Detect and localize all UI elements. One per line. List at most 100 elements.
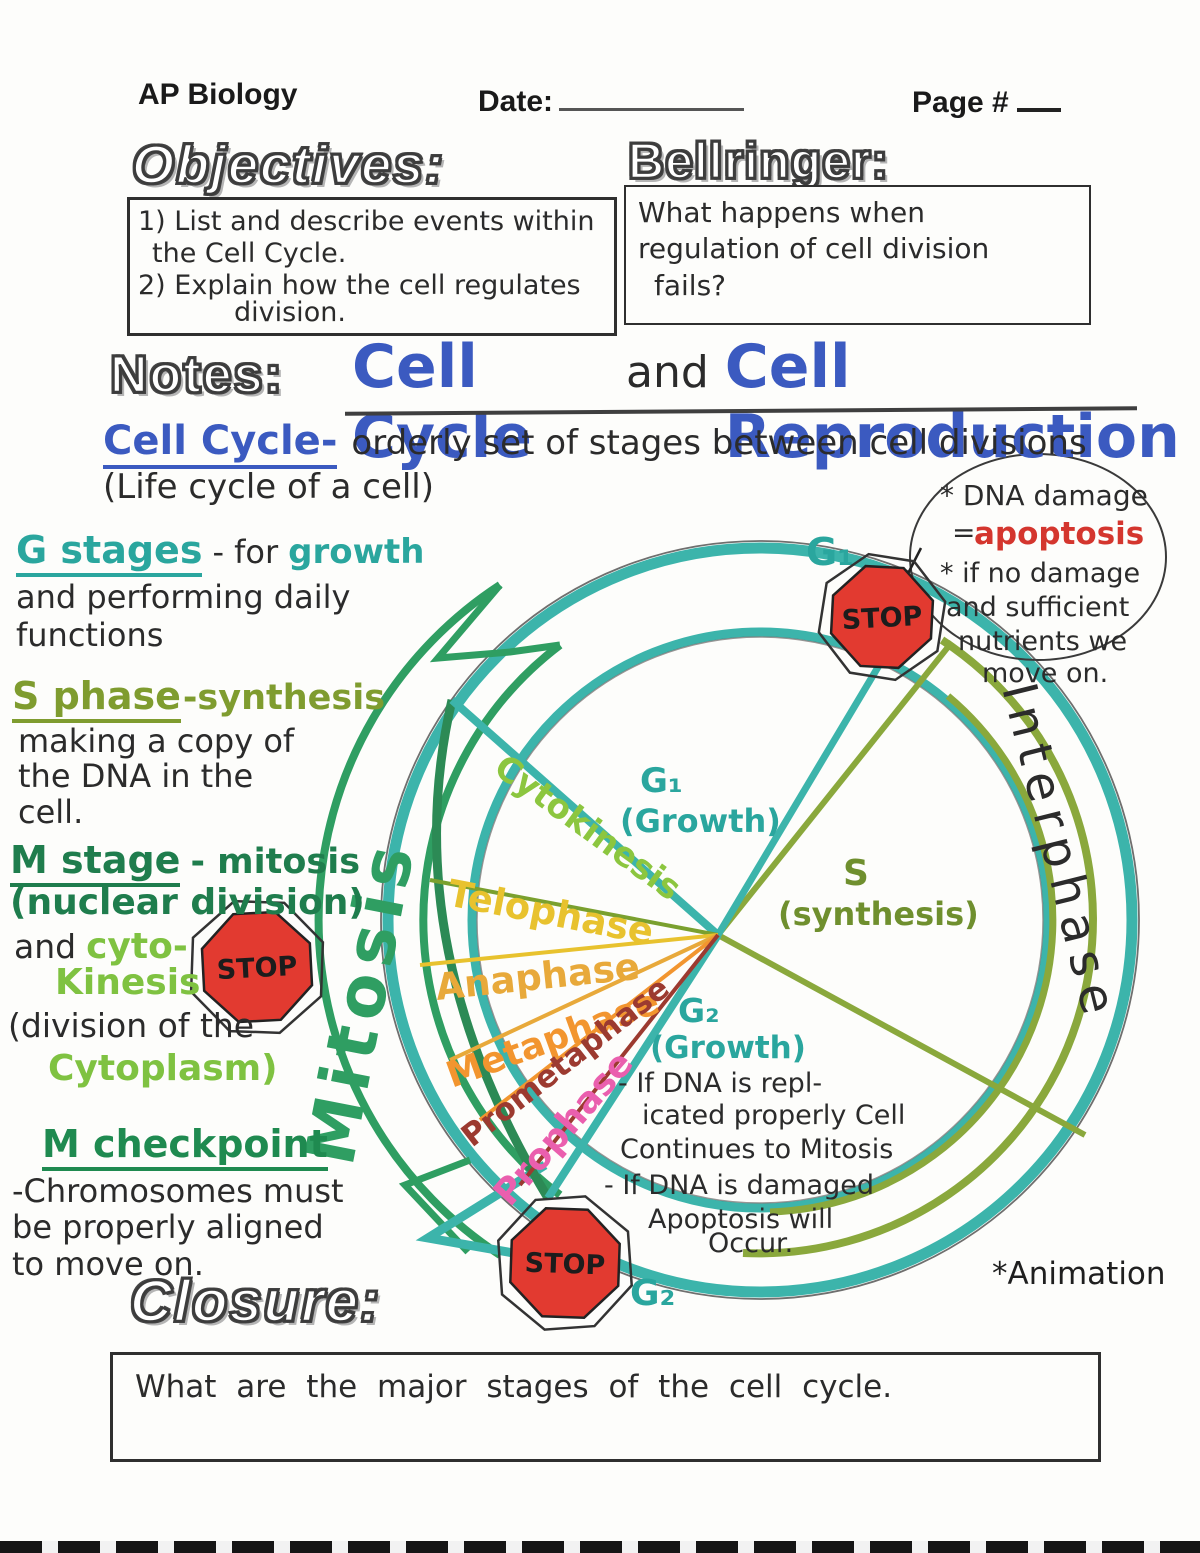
dna-note-line5: Apoptosis will — [648, 1204, 833, 1235]
metaphase-prometaphase-line — [478, 933, 720, 1122]
closure-heading: Closure: — [129, 1268, 382, 1336]
mitosis-arrow-outer — [314, 581, 503, 1259]
g2-growth-name: G₂ — [678, 991, 720, 1030]
bellringer-box: What happens when regulation of cell div… — [624, 185, 1091, 325]
g2-checkpoint-tag: G₂ — [630, 1273, 675, 1314]
date-label: Date: — [478, 85, 554, 118]
objectives-line: the Cell Cycle. — [152, 237, 347, 269]
cell-cycle-term: Cell Cycle- — [103, 418, 338, 469]
m-stage-line2: (nuclear division) — [10, 882, 365, 923]
prophase-bottom-edge-teal — [544, 932, 722, 1201]
course-title: AP Biology — [138, 78, 298, 111]
m-stage-term: M stage — [10, 838, 181, 887]
g1-boundary-teal — [714, 640, 897, 937]
stop-sign-g1: STOP — [817, 552, 947, 682]
outer-ring-pen-line — [380, 540, 1140, 1300]
s-phase-sub: (synthesis) — [778, 895, 979, 933]
bellringer-heading: Bellringer: — [627, 132, 890, 191]
m-checkpoint-line1: -Chromosomes must — [12, 1172, 344, 1210]
svg-text:STOP: STOP — [216, 951, 298, 986]
stop-sign-g2: STOP — [496, 1195, 634, 1331]
page-number-field: Page # — [912, 78, 1061, 120]
m-stage-line5: (division of the — [8, 1006, 255, 1045]
s-phase-line4: cell. — [18, 793, 84, 831]
mitosis-wedge-arc — [432, 698, 552, 1201]
stop-sign-m-checkpoint: STOP — [189, 899, 325, 1035]
nutrients-line2: and sufficient — [946, 592, 1129, 623]
g1-growth-sub: (Growth) — [620, 802, 781, 840]
svg-text:STOP: STOP — [524, 1248, 606, 1282]
bellringer-line: What happens when — [638, 196, 925, 229]
g1-checkpoint-tag: G₁ — [806, 530, 854, 574]
m-stage-line3: and cyto- — [14, 926, 188, 967]
g2-growth-sub: (Growth) — [650, 1030, 806, 1066]
bubble-apoptosis: apoptosis — [974, 516, 1144, 552]
s-g2-boundary-olive — [716, 932, 1087, 1138]
nutrients-line4: move on. — [982, 658, 1108, 689]
m-stage-note: M stage - mitosis — [10, 838, 360, 887]
interphase-band-inner — [769, 693, 1057, 1216]
cell-cycle-definition: Cell Cycle- orderly set of stages betwee… — [103, 418, 1087, 469]
date-field: Date: — [478, 78, 745, 119]
objectives-line: 2) Explain how the cell regulates — [138, 269, 581, 301]
dna-note-line6: Occur. — [708, 1228, 793, 1259]
g1-s-boundary-olive — [715, 640, 955, 937]
s-phase-term: S phase — [12, 674, 181, 723]
nutrients-line1: * if no damage — [940, 558, 1140, 589]
page-number-blank — [1016, 78, 1061, 112]
page-number-label: Page # — [912, 86, 1009, 119]
dna-note-line1: - If DNA is repl- — [618, 1068, 822, 1099]
dna-note-line4: - If DNA is damaged — [604, 1170, 874, 1201]
telophase-anaphase-line — [419, 933, 719, 967]
m-stage-line6: Cytoplasm) — [48, 1048, 278, 1089]
g-stages-highlight: growth — [288, 532, 425, 572]
cell-cycle-def-text: orderly set of stages between cell divis… — [351, 423, 1087, 463]
m-stage-line3-green: cyto- — [86, 926, 188, 967]
m-stage-def: - mitosis — [190, 842, 361, 882]
interphase-label: Interphase — [990, 677, 1128, 1028]
m-checkpoint-line2: be properly aligned — [12, 1208, 324, 1246]
closure-box: What are the major stages of the cell cy… — [110, 1352, 1101, 1462]
s-phase-line3: the DNA in the — [18, 757, 254, 795]
notes-heading: Notes: — [109, 345, 284, 406]
s-phase-name: S — [843, 853, 869, 894]
s-phase-note: S phase -synthesis — [12, 674, 385, 723]
s-phase-def: -synthesis — [182, 678, 386, 718]
closure-text: What are the major stages of the cell cy… — [135, 1369, 893, 1405]
bellringer-line: regulation of cell division — [638, 232, 990, 266]
m-stage-line3-plain: and — [14, 927, 77, 966]
interphase-band-outer — [742, 636, 1097, 1258]
dna-damage-bubble — [909, 453, 1167, 661]
inner-ring-pen-line — [476, 636, 1044, 1204]
g-stages-line3: functions — [16, 616, 164, 654]
cytokinesis-telophase-line — [429, 878, 719, 937]
bubble-star-line: * DNA damage — [940, 479, 1148, 512]
svg-text:STOP: STOP — [841, 601, 923, 636]
m-checkpoint-term: M checkpoint — [42, 1122, 328, 1171]
bubble-equals: = — [952, 516, 975, 549]
g-stages-dash: - for — [212, 533, 279, 571]
g-stages-term: G stages — [16, 528, 203, 577]
objectives-line: 1) List and describe events within — [138, 206, 595, 237]
scan-edge-artifact — [0, 1541, 1200, 1553]
g-stages-line2: and performing daily — [16, 578, 351, 616]
m-checkpoint-line3: to move on. — [12, 1245, 204, 1283]
cytokinesis-top-edge-teal — [449, 697, 721, 938]
bellringer-line: fails? — [654, 268, 727, 302]
s-phase-line2: making a copy of — [18, 722, 295, 760]
prometaphase-prophase-line — [518, 933, 720, 1187]
g-stages-note: G stages - for growth — [16, 528, 425, 577]
mitosis-arrow-inner — [419, 641, 563, 1199]
anaphase-metaphase-line — [449, 933, 719, 1062]
nutrients-line3: nutrients we — [958, 626, 1127, 657]
mitosis-arrow-top-head — [429, 582, 561, 663]
inner-cycle-ring — [467, 627, 1053, 1213]
objectives-box: 1) List and describe events within the C… — [127, 197, 617, 336]
objectives-heading: Objectives: — [131, 134, 446, 197]
objectives-line: division. — [234, 296, 346, 328]
m-stage-line4: Kinesis — [55, 962, 201, 1003]
animation-note: *Animation — [992, 1256, 1166, 1292]
cell-cycle-def-line2: (Life cycle of a cell) — [103, 467, 435, 507]
